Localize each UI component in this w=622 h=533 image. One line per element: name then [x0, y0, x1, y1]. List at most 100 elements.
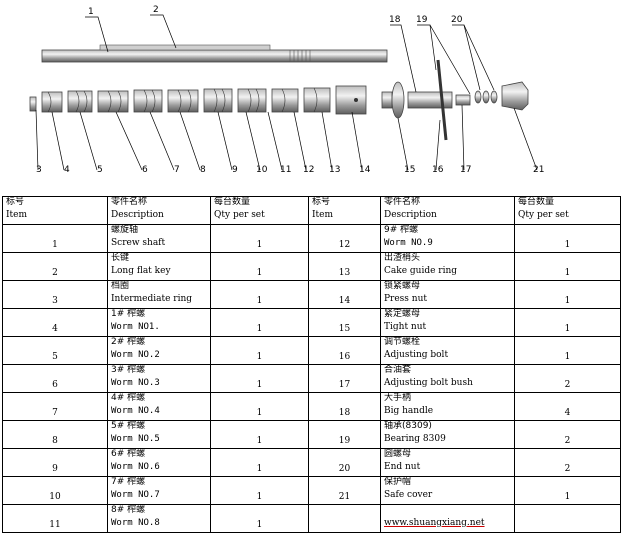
callout-20: 20	[451, 15, 463, 25]
qty-cell: 1	[514, 224, 621, 253]
part-name-en: Bearing 8309	[384, 434, 446, 444]
description-cell: 出渣梢头 Cake guide ring	[380, 252, 515, 281]
part-name-cn	[384, 506, 514, 519]
part-name-en: Worm NO.7	[111, 490, 160, 500]
screw-shaft	[41, 44, 388, 63]
description-cell: www.shuangxiang.net	[380, 504, 515, 533]
callout-4: 4	[64, 165, 70, 175]
part-name-en: Safe cover	[384, 490, 433, 500]
qty-cell: 1	[210, 504, 309, 533]
part-name-cn: 螺旋轴	[111, 225, 139, 236]
callout-12: 12	[303, 165, 314, 175]
part-name-en: Worm NO.3	[111, 378, 160, 388]
item-number-cell: 20	[308, 448, 381, 477]
part-name-en: Cake guide ring	[384, 266, 458, 276]
part-name-cn: 锁紧螺母	[384, 281, 421, 292]
item-number-cell: 14	[308, 280, 381, 309]
part-name-en: Big handle	[384, 406, 434, 416]
callout-16: 16	[432, 165, 444, 175]
callout-3: 3	[36, 165, 42, 175]
callout-15: 15	[404, 165, 415, 175]
part-name-cn: 出渣梢头	[384, 253, 421, 264]
qty-cell: 2	[514, 364, 621, 393]
leader-lines	[35, 14, 538, 171]
qty-cell: 2	[514, 420, 621, 449]
item-number-cell: 12	[308, 224, 381, 253]
description-cell: 3# 榨螺 Worm NO.3	[107, 364, 211, 393]
part-name-en: Worm NO.5	[111, 434, 160, 444]
item-number-cell: 11	[2, 504, 108, 533]
qty-cell: 1	[210, 448, 309, 477]
part-name-cn: 9# 榨螺	[384, 225, 419, 236]
item-number-cell: 17	[308, 364, 381, 393]
callout-7: 7	[174, 165, 180, 175]
item-number-cell: 18	[308, 392, 381, 421]
part-name-en: Screw shaft	[111, 238, 166, 248]
description-cell: 螺旋轴 Screw shaft	[107, 224, 211, 253]
part-name-en: Long flat key	[111, 266, 171, 276]
part-name-cn: 大手柄	[384, 393, 412, 404]
website-link[interactable]: www.shuangxiang.net	[384, 518, 485, 528]
part-name-cn: 档圈	[111, 281, 130, 292]
callout-1: 1	[88, 7, 94, 17]
qty-cell: 1	[210, 280, 309, 309]
part-name-cn: 3# 榨螺	[111, 365, 146, 376]
qty-cell: 1	[514, 476, 621, 505]
part-name-cn: 7# 榨螺	[111, 477, 146, 488]
qty-cell: 1	[514, 308, 621, 337]
qty-cell: 1	[210, 420, 309, 449]
callout-18: 18	[389, 15, 401, 25]
part-name-en: Tight nut	[384, 322, 427, 332]
worm-assembly-row	[29, 85, 393, 115]
part-name-cn: 2# 榨螺	[111, 337, 146, 348]
qty-cell: 1	[514, 252, 621, 281]
callout-8: 8	[200, 165, 206, 175]
item-number-cell: 15	[308, 308, 381, 337]
item-number-cell: 3	[2, 280, 108, 309]
part-name-cn: 1# 榨螺	[111, 309, 146, 320]
item-number-cell: 13	[308, 252, 381, 281]
part-name-cn: 合油套	[384, 365, 412, 376]
item-number-cell: 4	[2, 308, 108, 337]
item-number-cell: 19	[308, 420, 381, 449]
exploded-parts-drawing: 1 2 18 19 20 3 4 5 6 7 8 9 10 11 12 13 1…	[29, 5, 544, 175]
part-name-cn: 圆螺母	[384, 449, 412, 460]
qty-cell: 1	[514, 336, 621, 365]
part-name-cn: 保护帽	[384, 477, 412, 488]
callout-17: 17	[460, 165, 471, 175]
callout-5: 5	[97, 165, 103, 175]
callout-19: 19	[416, 15, 428, 25]
item-number-cell: 9	[2, 448, 108, 477]
description-cell: 长键 Long flat key	[107, 252, 211, 281]
qty-cell: 4	[514, 392, 621, 421]
qty-cell: 1	[210, 392, 309, 421]
callout-10: 10	[256, 165, 268, 175]
qty-cell: 1	[210, 252, 309, 281]
qty-cell: 2	[514, 448, 621, 477]
item-number-cell: 5	[2, 336, 108, 365]
qty-cell	[514, 504, 621, 533]
item-number-cell: 7	[2, 392, 108, 421]
callout-14: 14	[359, 165, 371, 175]
callout-21: 21	[533, 165, 544, 175]
item-number-cell: 1	[2, 224, 108, 253]
part-name-cn: 长键	[111, 253, 130, 264]
item-number-cell: 10	[2, 476, 108, 505]
